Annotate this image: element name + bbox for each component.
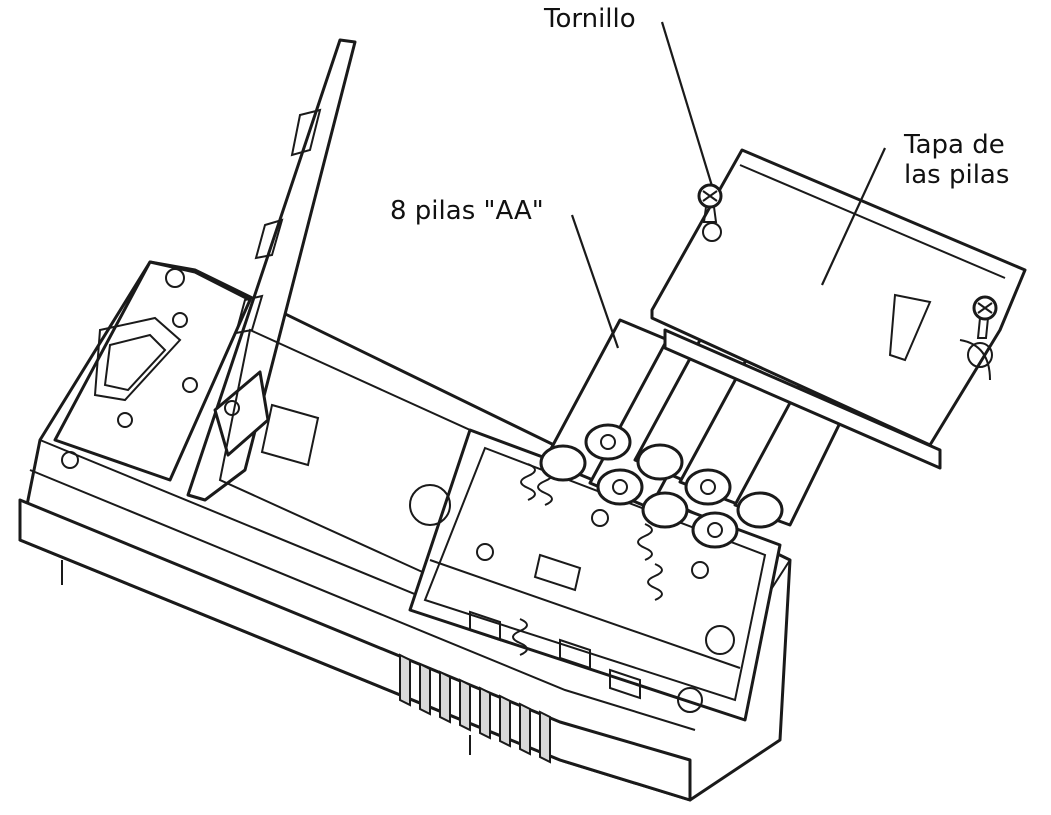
label-screw-text: Tornillo — [544, 4, 636, 34]
screw-left — [697, 183, 723, 223]
screw-right — [972, 295, 998, 339]
label-battery-cover-line1: Tapa de — [904, 130, 1005, 160]
grip-ridges — [399, 653, 551, 764]
battery-cover — [650, 148, 1027, 470]
input-socket-block — [53, 260, 252, 482]
label-batteries: 8 pilas "AA" — [390, 196, 544, 226]
label-screw: Tornillo — [544, 4, 636, 34]
label-battery-cover-line2: las pilas — [904, 160, 1010, 190]
label-batteries-text: 8 pilas "AA" — [390, 196, 544, 226]
leader-line-screw — [660, 21, 714, 187]
label-battery-cover: Tapa de las pilas — [904, 130, 1009, 190]
leader-line-cover — [821, 147, 886, 286]
leader-line-batteries — [570, 214, 620, 349]
